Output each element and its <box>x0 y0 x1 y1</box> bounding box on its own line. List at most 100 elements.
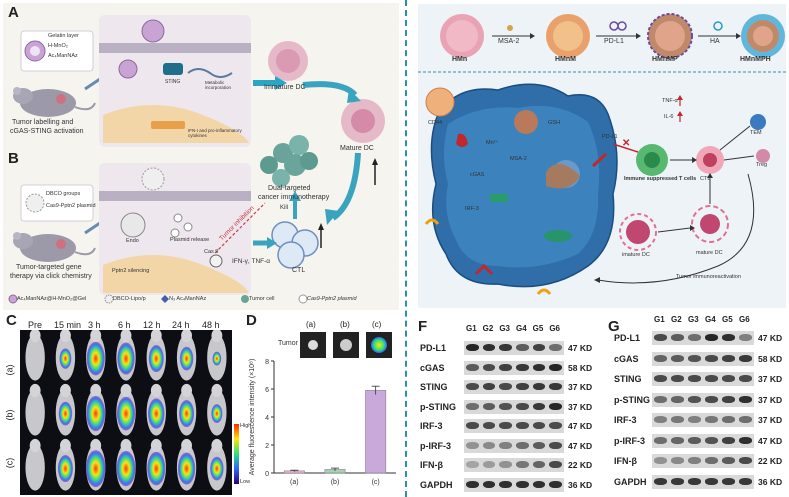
blot-band <box>688 354 701 362</box>
blot-group-label: G1 <box>466 324 477 333</box>
bottom-legend-0: Ac₄ManNAz@H-MnO₂@Gel <box>17 296 87 302</box>
ctl-label: CTL <box>292 267 306 274</box>
e-mn: Mn²⁺ <box>486 140 499 146</box>
blot-kd-label: 37 KD <box>568 382 593 392</box>
c-row-label-1: (b) <box>4 409 15 421</box>
blot-band <box>482 422 496 429</box>
blot-protein-label: cGAS <box>420 362 445 373</box>
c-fluorescence-signal <box>148 345 164 373</box>
c-mouse-body <box>25 389 45 436</box>
blot-band <box>671 416 684 423</box>
blot-band <box>688 375 701 382</box>
blot-band <box>516 480 529 488</box>
c-mouse-head <box>211 383 223 398</box>
c-fluorescence-signal <box>179 346 194 371</box>
blot-protein-label: PD-L1 <box>420 343 447 353</box>
c-mouse-head <box>29 383 41 398</box>
blot-band <box>499 344 512 351</box>
blot-band <box>466 363 479 371</box>
blot-band <box>739 477 752 485</box>
ctl-cell-icon <box>696 146 724 174</box>
blot-band <box>705 416 718 423</box>
svg-text:✕: ✕ <box>622 138 630 149</box>
blot-kd-label: 47 KD <box>568 421 593 431</box>
c-mouse-body <box>25 444 45 491</box>
blot-band <box>532 363 546 371</box>
d-y-tick-label: 6 <box>265 387 269 394</box>
panel-c-mice <box>25 330 227 491</box>
mouse-a-icon <box>13 87 96 117</box>
mouse-b-caption-1: therapy via click chemistry <box>10 273 92 280</box>
kill-label: Kill <box>280 205 289 211</box>
imature-dc-icon <box>619 213 657 251</box>
blot-band <box>516 344 529 351</box>
e-tnf: TNF-α <box>662 98 678 104</box>
blot-kd-label: 22 KD <box>568 460 593 470</box>
c-scale-high: High <box>240 423 252 429</box>
blot-band <box>654 334 667 341</box>
blot-band <box>722 416 735 423</box>
e-cgas: cGAS <box>470 172 485 178</box>
blot-group-label: G3 <box>688 315 699 324</box>
blot-protein-label: p-IRF-3 <box>420 440 451 451</box>
blot-band <box>705 395 718 403</box>
panel-label-b: B <box>8 150 19 167</box>
blot-band <box>549 363 562 371</box>
blot-band <box>654 436 667 444</box>
e-irf3: IRF-3 <box>465 206 479 212</box>
c-fluorescence-signal <box>58 401 73 426</box>
c-mouse-head <box>120 438 132 453</box>
ifn-caption: IFN-I and pro-inflammatory cytokines <box>188 128 242 138</box>
blot-band <box>722 477 735 485</box>
c-mouse-head <box>211 330 223 343</box>
blot-band <box>516 363 529 371</box>
hmnmp-particle-icon <box>647 13 693 59</box>
c-fluorescence-signal <box>179 400 195 428</box>
d-bar <box>365 390 387 474</box>
mature-dc-icon <box>341 99 385 143</box>
blot-band <box>705 334 718 341</box>
c-mouse-head <box>29 438 41 453</box>
blot-protein-label: STING <box>614 374 642 384</box>
e-reactivation: Tumor immunoreactivation <box>676 274 741 280</box>
blot-band <box>671 354 684 362</box>
blot-band <box>739 354 752 362</box>
c-fluorescence-signal <box>147 398 165 429</box>
blot-band <box>671 436 684 444</box>
c-mouse-head <box>181 438 193 453</box>
blot-row: cGAS 58 KD <box>418 358 602 378</box>
blot-band <box>499 441 512 449</box>
center-label-0: Dual-targeted <box>268 185 311 192</box>
bottom-legend-1: DBCO-Lipo/p <box>113 296 146 302</box>
blot-strip <box>652 331 754 345</box>
blot-strip <box>652 433 754 448</box>
c-fluorescence-signal <box>117 342 135 375</box>
mouse-a-caption-0: Tumor labelling and <box>12 119 74 126</box>
panel-ab-schematic <box>8 15 385 304</box>
blot-band <box>516 441 529 449</box>
blot-band <box>654 457 667 464</box>
blot-band <box>671 375 684 382</box>
blot-kd-label: 22 KD <box>758 456 783 466</box>
e-reagent-0: MSA-2 <box>498 38 520 45</box>
blot-kd-label: 58 KD <box>568 362 593 373</box>
d-x-tick-label: (a) <box>290 479 299 486</box>
c-row-label-0: (a) <box>4 364 15 376</box>
d-y-axis-label: Average fluorescence intensity (×10⁸) <box>249 359 256 476</box>
e-tem: TEM <box>750 130 762 136</box>
legend-a-item-2: Ac₄ManNAz <box>48 53 78 59</box>
blot-strip <box>464 477 564 492</box>
blot-band <box>722 457 735 464</box>
tem-cell-icon <box>750 114 766 130</box>
blot-band <box>499 422 512 429</box>
d-x-tick-label: (b) <box>331 479 340 486</box>
blot-kd-label: 47 KD <box>758 333 783 343</box>
treg-cell-icon <box>756 149 770 163</box>
blot-band <box>722 395 735 403</box>
